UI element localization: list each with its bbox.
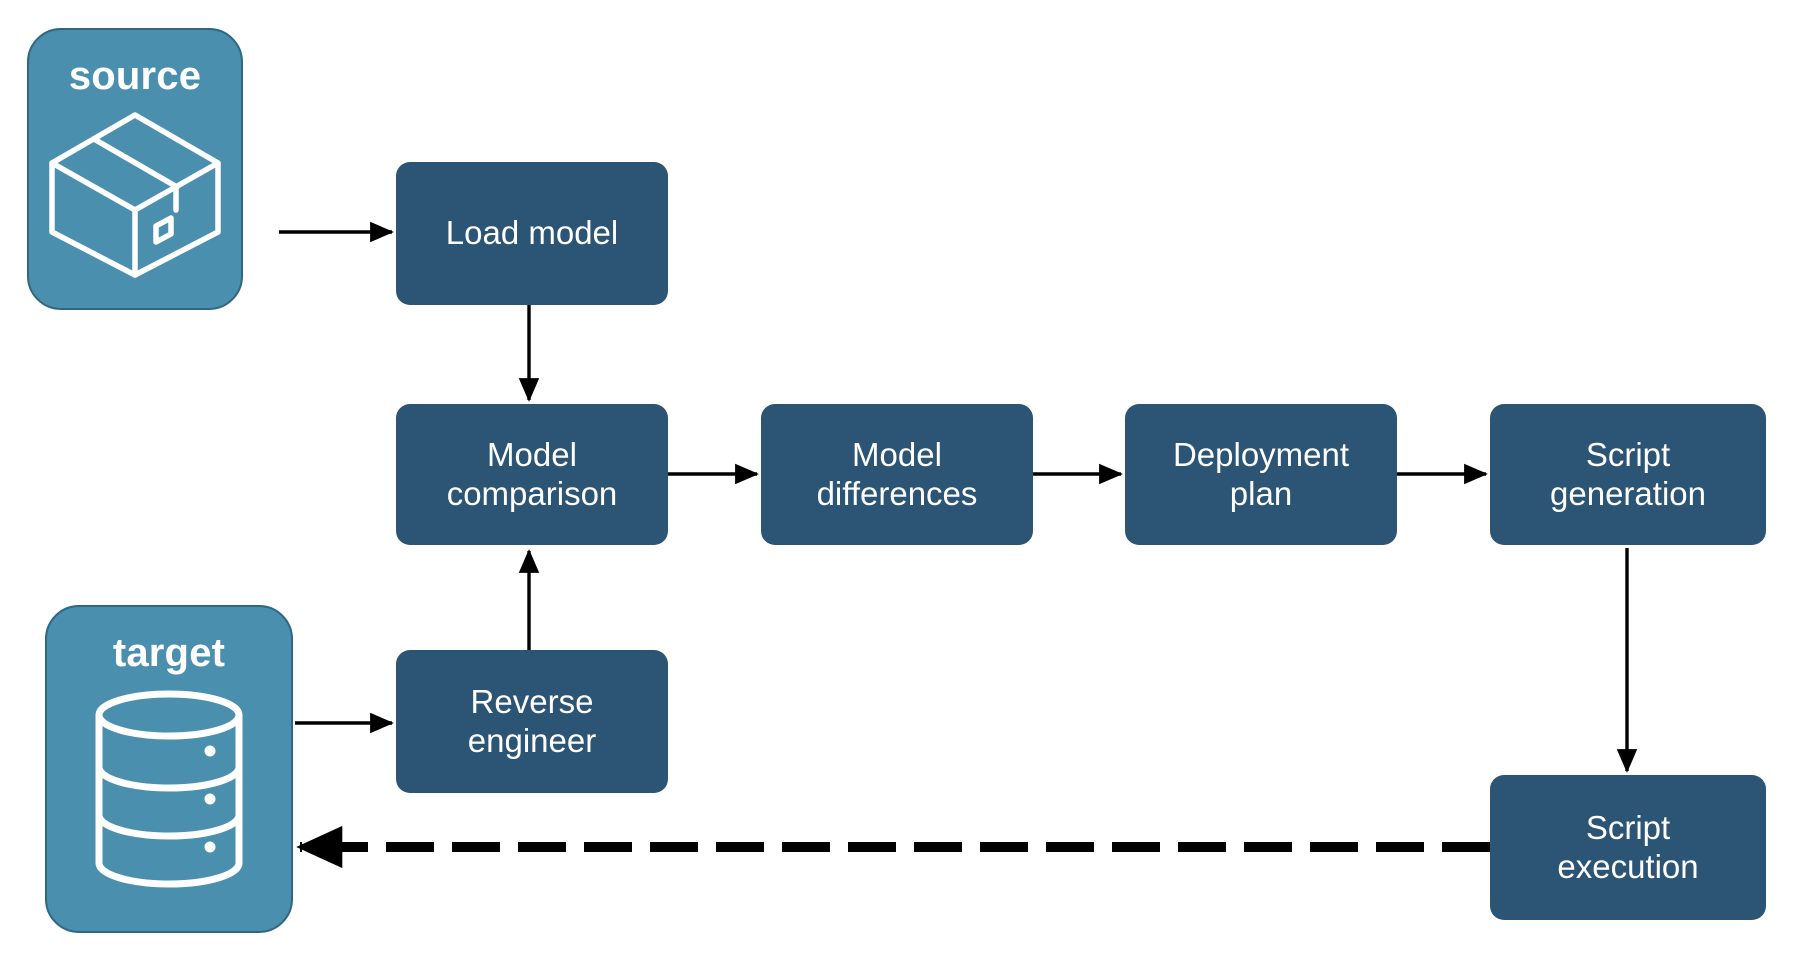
node-script-execution[interactable]: Script execution: [1490, 775, 1766, 920]
endpoint-source-label: source: [68, 54, 202, 98]
node-deployment-plan[interactable]: Deployment plan: [1125, 404, 1397, 545]
node-script-execution-label: Script execution: [1557, 808, 1699, 885]
node-script-generation-label: Script generation: [1550, 435, 1706, 512]
node-model-comparison-label: Model comparison: [446, 435, 618, 512]
node-deployment-plan-label: Deployment plan: [1172, 435, 1350, 512]
node-reverse-engineer[interactable]: Reverse engineer: [396, 650, 668, 793]
endpoint-target-label: target: [112, 631, 226, 675]
node-load-model-label: Load model: [445, 214, 619, 252]
node-model-differences[interactable]: Model differences: [761, 404, 1033, 545]
node-model-differences-label: Model differences: [816, 435, 978, 512]
node-reverse-engineer-label: Reverse engineer: [467, 682, 597, 759]
node-script-generation[interactable]: Script generation: [1490, 404, 1766, 545]
endpoint-source[interactable]: source: [27, 28, 243, 310]
node-load-model[interactable]: Load model: [396, 162, 668, 305]
package-box-icon: [47, 110, 223, 285]
endpoint-target[interactable]: target: [45, 605, 293, 933]
database-cylinder-icon: [90, 689, 248, 894]
node-model-comparison[interactable]: Model comparison: [396, 404, 668, 545]
